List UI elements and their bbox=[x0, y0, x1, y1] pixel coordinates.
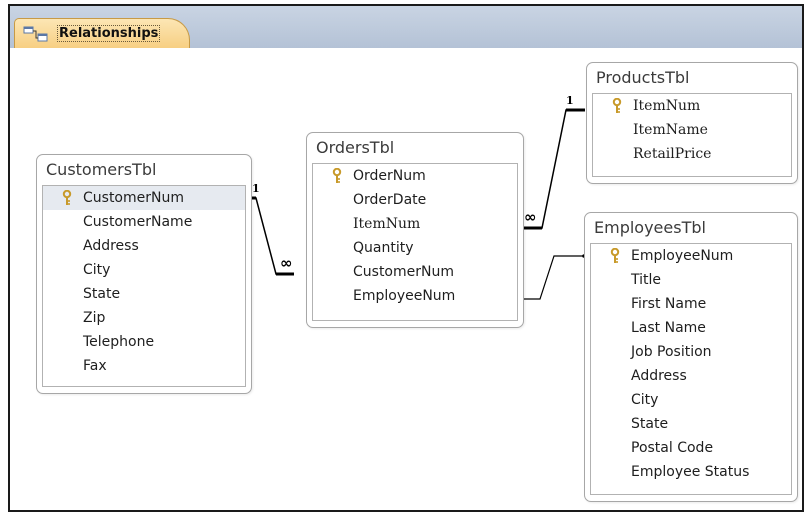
document-tab-strip: Relationships bbox=[10, 6, 802, 49]
field-label: State bbox=[631, 416, 669, 432]
field-label: City bbox=[83, 262, 111, 278]
field-label: Address bbox=[83, 238, 139, 254]
field-row[interactable]: Address bbox=[591, 364, 791, 388]
primary-key-icon bbox=[332, 168, 342, 183]
customers-orders-one-label: 1 bbox=[252, 182, 260, 195]
field-label: Telephone bbox=[83, 334, 155, 350]
field-row[interactable]: Title bbox=[591, 268, 791, 292]
field-label: ItemNum bbox=[633, 98, 701, 114]
field-row[interactable]: State bbox=[591, 412, 791, 436]
field-row[interactable]: ItemNum bbox=[593, 94, 791, 118]
field-label: Employee Status bbox=[631, 464, 750, 480]
products-table-window[interactable]: ProductsTbl ItemNum ItemName RetailPrice bbox=[586, 62, 798, 184]
field-row[interactable]: CustomerNum bbox=[43, 186, 245, 210]
field-label: CustomerNum bbox=[353, 264, 454, 280]
field-label: CustomerNum bbox=[83, 190, 184, 206]
field-label: First Name bbox=[631, 296, 707, 312]
field-label: CustomerName bbox=[83, 214, 193, 230]
relationships-window: Relationships 1 ∞ 1 ∞ bbox=[8, 4, 804, 512]
field-label: RetailPrice bbox=[633, 146, 712, 162]
field-label: ItemNum bbox=[353, 216, 421, 232]
field-label: Title bbox=[631, 272, 662, 288]
customers-orders-many-label: ∞ bbox=[280, 254, 293, 272]
primary-key-icon bbox=[610, 248, 620, 263]
field-row[interactable]: ItemNum bbox=[313, 212, 517, 236]
tab-label: Relationships bbox=[57, 25, 161, 42]
field-label: City bbox=[631, 392, 659, 408]
relationship-canvas[interactable]: 1 ∞ 1 ∞ CustomersTbl bbox=[10, 48, 802, 510]
field-label: EmployeeNum bbox=[631, 248, 734, 264]
field-row[interactable]: Employee Status bbox=[591, 460, 791, 484]
tab-relationships[interactable]: Relationships bbox=[14, 18, 190, 48]
field-label: OrderDate bbox=[353, 192, 427, 208]
field-row[interactable]: City bbox=[43, 258, 245, 282]
products-orders-one-label: 1 bbox=[566, 94, 574, 107]
field-row[interactable]: Last Name bbox=[591, 316, 791, 340]
field-list[interactable]: ItemNum ItemName RetailPrice bbox=[592, 93, 792, 177]
field-row[interactable]: EmployeeNum bbox=[313, 284, 517, 308]
field-row[interactable]: Postal Code bbox=[591, 436, 791, 460]
field-row[interactable]: Telephone bbox=[43, 330, 245, 354]
primary-key-icon bbox=[62, 190, 72, 205]
employees-table-window[interactable]: EmployeesTbl EmployeeNum Title First Nam… bbox=[584, 212, 798, 502]
field-label: Postal Code bbox=[631, 440, 714, 456]
table-title[interactable]: ProductsTbl bbox=[596, 68, 690, 87]
field-row[interactable]: OrderDate bbox=[313, 188, 517, 212]
field-row[interactable]: First Name bbox=[591, 292, 791, 316]
relationship-lines: 1 ∞ 1 ∞ bbox=[240, 94, 586, 301]
field-row[interactable]: Job Position bbox=[591, 340, 791, 364]
customers-table-window[interactable]: CustomersTbl CustomerNum CustomerName Ad… bbox=[36, 154, 252, 394]
table-title[interactable]: EmployeesTbl bbox=[594, 218, 706, 237]
products-orders-link[interactable]: 1 ∞ bbox=[522, 94, 585, 230]
field-label: Zip bbox=[83, 310, 106, 326]
products-orders-many-label: ∞ bbox=[524, 208, 537, 226]
orders-table-window[interactable]: OrdersTbl OrderNum OrderDate ItemNum Qua… bbox=[306, 132, 524, 328]
field-label: Address bbox=[631, 368, 687, 384]
field-row[interactable]: RetailPrice bbox=[593, 142, 791, 166]
field-label: Job Position bbox=[631, 344, 712, 360]
field-label: EmployeeNum bbox=[353, 288, 456, 304]
field-list[interactable]: CustomerNum CustomerName Address City St… bbox=[42, 185, 246, 387]
field-row[interactable]: City bbox=[591, 388, 791, 412]
field-row[interactable]: Zip bbox=[43, 306, 245, 330]
table-title[interactable]: OrdersTbl bbox=[316, 138, 395, 157]
field-list[interactable]: OrderNum OrderDate ItemNum Quantity Cust… bbox=[312, 163, 518, 321]
field-row[interactable]: State bbox=[43, 282, 245, 306]
primary-key-icon bbox=[612, 98, 622, 113]
field-label: State bbox=[83, 286, 121, 302]
field-label: Quantity bbox=[353, 240, 414, 256]
field-row[interactable]: Fax bbox=[43, 354, 245, 378]
field-list[interactable]: EmployeeNum Title First Name Last Name J… bbox=[590, 243, 792, 495]
field-label: ItemName bbox=[633, 122, 708, 138]
field-row[interactable]: Address bbox=[43, 234, 245, 258]
field-row[interactable]: ItemName bbox=[593, 118, 791, 142]
field-row[interactable]: CustomerName bbox=[43, 210, 245, 234]
field-row[interactable]: EmployeeNum bbox=[591, 244, 791, 268]
employees-orders-link[interactable] bbox=[520, 254, 586, 301]
field-row[interactable]: Quantity bbox=[313, 236, 517, 260]
field-label: Last Name bbox=[631, 320, 706, 336]
table-title[interactable]: CustomersTbl bbox=[46, 160, 157, 179]
field-label: Fax bbox=[83, 358, 107, 374]
relationships-icon bbox=[23, 26, 48, 42]
field-row[interactable]: CustomerNum bbox=[313, 260, 517, 284]
field-label: OrderNum bbox=[353, 168, 426, 184]
field-row[interactable]: OrderNum bbox=[313, 164, 517, 188]
